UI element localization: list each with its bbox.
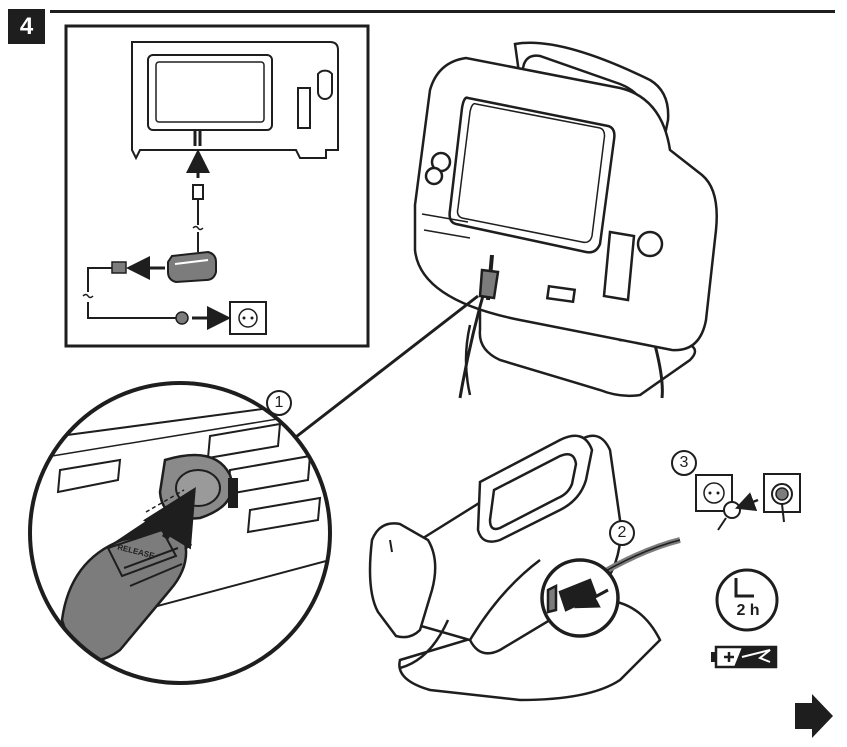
step-number-badge: 4 xyxy=(8,9,45,44)
connector-zoom-detail xyxy=(28,381,332,685)
power-adapter-diagram xyxy=(82,250,267,335)
connection-diagram-inset xyxy=(64,24,370,348)
socket-icons xyxy=(695,473,801,531)
patient-monitor xyxy=(413,41,718,399)
clock-icon xyxy=(715,568,779,632)
zoom-leader-line xyxy=(291,294,479,442)
battery-charging-icon xyxy=(711,645,778,669)
header-rule xyxy=(50,10,835,13)
callout-1: 1 xyxy=(266,390,292,416)
charge-time-label: 2 h xyxy=(736,602,760,619)
callout-3: 3 xyxy=(671,450,697,476)
monitor-rear-view xyxy=(368,434,681,702)
dc-plug-diagram xyxy=(186,149,210,252)
next-arrow-icon[interactable] xyxy=(795,694,833,738)
monitor-diagram xyxy=(131,41,339,161)
callout-2: 2 xyxy=(609,520,635,546)
